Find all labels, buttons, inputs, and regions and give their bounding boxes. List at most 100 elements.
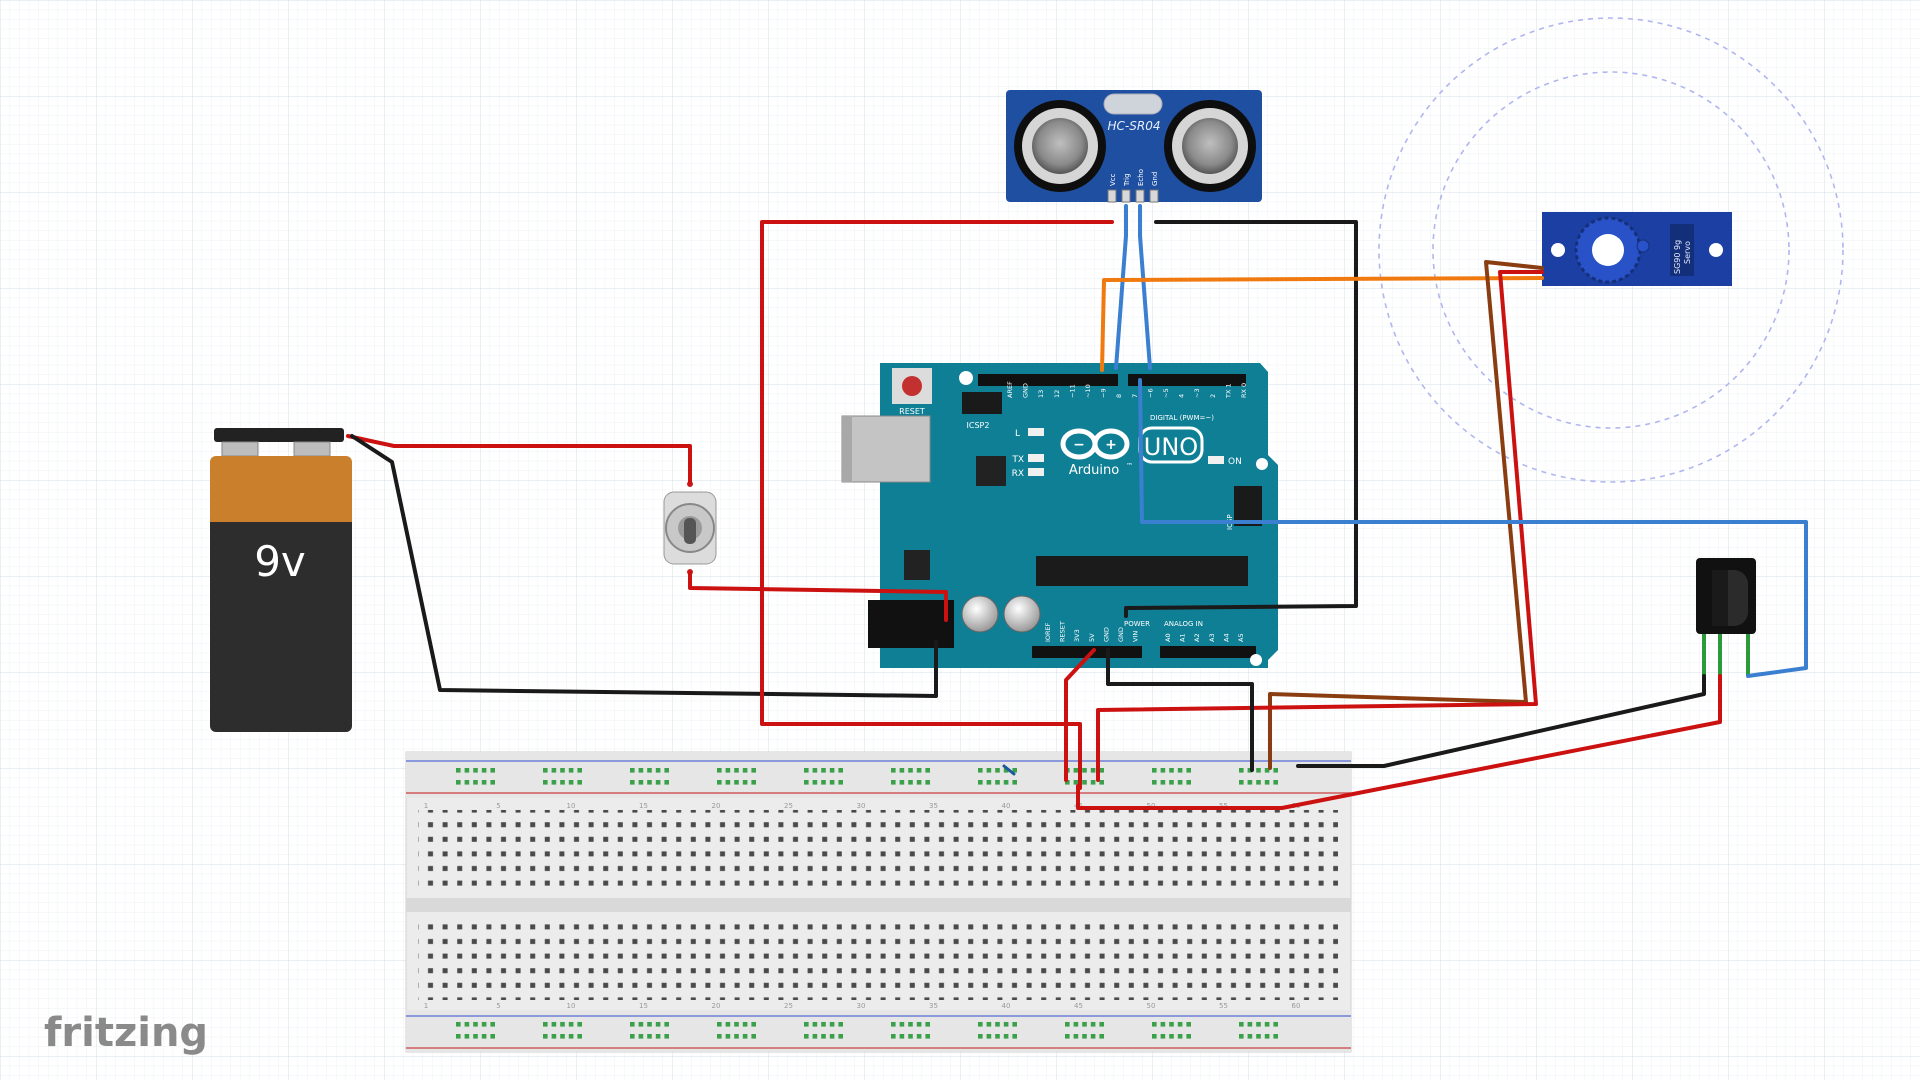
rail-hole[interactable] [577,1022,582,1027]
rail-hole[interactable] [1247,1034,1253,1039]
rail-hole[interactable] [908,768,913,773]
rail-hole[interactable] [891,1022,896,1027]
terminal-strip-bottom[interactable] [418,918,1338,1000]
rail-hole[interactable] [1082,780,1087,785]
rail-hole[interactable] [1065,1034,1070,1039]
terminal-strip-top[interactable] [418,810,1338,892]
rail-hole[interactable] [1003,768,1009,773]
rail-hole[interactable] [1152,1034,1157,1039]
rail-hole[interactable] [560,1034,565,1039]
rail-hole[interactable] [560,780,565,785]
rail-hole[interactable] [995,768,1000,773]
rail-hole[interactable] [734,1034,739,1039]
wire-servo-signal[interactable] [1100,276,1544,372]
rail-hole[interactable] [1099,1022,1104,1027]
rail-hole[interactable] [1152,768,1157,773]
rail-hole[interactable] [1082,1034,1087,1039]
rail-hole[interactable] [473,780,478,785]
rail-hole[interactable] [1099,780,1104,785]
rail-hole[interactable] [916,1022,922,1027]
rail-hole[interactable] [1247,768,1253,773]
rail-hole[interactable] [899,768,905,773]
rail-hole[interactable] [1152,780,1157,785]
rail-hole[interactable] [543,1022,548,1027]
rail-hole[interactable] [725,1022,731,1027]
rail-hole[interactable] [1256,768,1261,773]
rail-hole[interactable] [1256,1022,1261,1027]
rail-hole[interactable] [1177,780,1183,785]
rail-hole[interactable] [751,768,756,773]
rail-hole[interactable] [742,1034,748,1039]
rail-hole[interactable] [734,768,739,773]
rail-hole[interactable] [1264,1034,1270,1039]
rail-hole[interactable] [1169,768,1174,773]
rail-hole[interactable] [1256,1034,1261,1039]
rail-hole[interactable] [551,780,557,785]
rail-hole[interactable] [1152,1022,1157,1027]
rail-hole[interactable] [829,780,835,785]
rail-hole[interactable] [995,780,1000,785]
rail-hole[interactable] [551,1022,557,1027]
rail-hole[interactable] [1012,1022,1017,1027]
rail-hole[interactable] [1090,780,1096,785]
rail-hole[interactable] [473,768,478,773]
rail-hole[interactable] [829,1022,835,1027]
rail-hole[interactable] [1239,1022,1244,1027]
rail-hole[interactable] [568,1034,574,1039]
wire-battery-negative[interactable] [350,434,938,698]
rail-hole[interactable] [638,768,644,773]
servo-motor[interactable]: SG90 9g Servo [1542,212,1732,286]
rail-hole[interactable] [908,1022,913,1027]
digital-header-2[interactable] [1128,374,1246,386]
rail-hole[interactable] [1186,1034,1191,1039]
jumper-wire[interactable] [1002,764,1016,776]
rail-hole[interactable] [456,1034,461,1039]
wire-5v-to-breadboard[interactable] [1064,648,1096,782]
rail-hole[interactable] [577,780,582,785]
rail-hole[interactable] [1264,780,1270,785]
rail-hole[interactable] [543,780,548,785]
rail-hole[interactable] [829,768,835,773]
rail-hole[interactable] [1264,768,1270,773]
rail-hole[interactable] [725,768,731,773]
rail-hole[interactable] [1239,768,1244,773]
rail-hole[interactable] [812,1034,818,1039]
rail-hole[interactable] [551,1034,557,1039]
wire-switch-to-jack[interactable] [688,570,948,622]
rail-hole[interactable] [1090,1022,1096,1027]
rail-hole[interactable] [717,1022,722,1027]
rail-hole[interactable] [1065,1022,1070,1027]
rail-hole[interactable] [821,768,826,773]
rail-hole[interactable] [1177,1034,1183,1039]
rail-hole[interactable] [568,1022,574,1027]
rail-hole[interactable] [1247,780,1253,785]
rail-hole[interactable] [742,768,748,773]
rail-hole[interactable] [925,1022,930,1027]
rail-hole[interactable] [647,780,652,785]
rail-hole[interactable] [664,780,669,785]
rail-hole[interactable] [1003,780,1009,785]
ir-receiver[interactable] [1696,558,1756,676]
rail-hole[interactable] [804,1034,809,1039]
rail-hole[interactable] [925,1034,930,1039]
digital-header-1[interactable] [978,374,1118,386]
wire-sensor-echo[interactable] [1138,204,1152,370]
rail-hole[interactable] [821,1034,826,1039]
rail-hole[interactable] [490,768,495,773]
rail-hole[interactable] [1160,768,1166,773]
rail-hole[interactable] [464,768,470,773]
rail-hole[interactable] [655,1034,661,1039]
rail-hole[interactable] [916,780,922,785]
rail-hole[interactable] [464,780,470,785]
rail-hole[interactable] [456,780,461,785]
rail-hole[interactable] [456,1022,461,1027]
rail-hole[interactable] [577,1034,582,1039]
rail-hole[interactable] [647,1022,652,1027]
rail-hole[interactable] [751,780,756,785]
rail-hole[interactable] [1073,1022,1079,1027]
rail-hole[interactable] [725,1034,731,1039]
wire-servo-gnd[interactable] [1268,260,1544,770]
rail-hole[interactable] [1090,1034,1096,1039]
